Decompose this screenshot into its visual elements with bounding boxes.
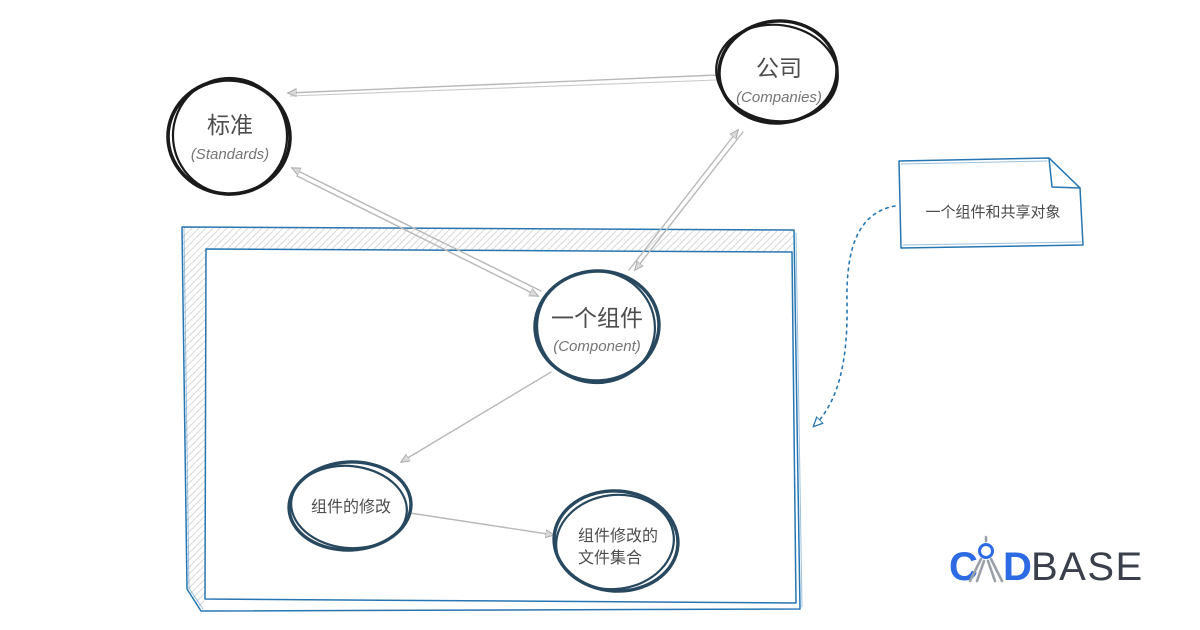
modification-circle-fill: [291, 464, 409, 548]
companies-sublabel: (Companies): [736, 89, 822, 106]
arrow-component-to-companies: [628, 130, 738, 271]
node-fileset: 组件修改的 文件集合: [552, 489, 680, 593]
fileset-label-line1: 组件修改的: [578, 527, 658, 545]
note-card: [898, 157, 1084, 249]
modification-circle: [287, 460, 413, 552]
fileset-circle-sketch: [555, 493, 675, 591]
relation-arrows: [288, 74, 744, 535]
drafting-compass-icon: [968, 535, 1004, 583]
note-text: 一个组件和共享对象: [925, 204, 1060, 221]
logo-letter-c: C: [949, 545, 978, 589]
box-inner-face: [204, 248, 797, 604]
logo: C D BASE: [949, 535, 1144, 589]
arrow-modification-to-fileset: [409, 512, 554, 535]
node-component: 一个组件 (Component): [533, 269, 661, 385]
arrow-component-to-standards: [292, 168, 542, 292]
box-left-hatch-band: [182, 227, 206, 611]
standards-circle-sketch: [171, 76, 289, 196]
fileset-label-line2: 文件集合: [578, 549, 642, 567]
fileset-circle-fill: [556, 493, 676, 589]
note-sketch-accent: [900, 160, 1082, 246]
repository-box: [181, 226, 803, 612]
companies-circle-sketch: [715, 23, 839, 123]
modification-label: 组件的修改: [311, 498, 391, 516]
compass-leg-inner-left: [975, 559, 986, 583]
node-modification: 组件的修改: [287, 460, 413, 552]
companies-label: 公司: [756, 55, 802, 81]
compass-leg-inner-right: [986, 559, 997, 583]
arrow-companies-to-standards: [288, 74, 719, 93]
arrow-standards-to-component: [296, 175, 538, 296]
standards-circle-fill: [170, 82, 288, 192]
node-standards: 标准 (Standards): [166, 76, 292, 196]
node-companies: 公司 (Companies): [715, 19, 839, 125]
standards-sublabel: (Standards): [191, 146, 269, 163]
box-sketch-accent-right: [795, 232, 803, 608]
arrow-companies-to-standards-sketch: [289, 79, 718, 97]
component-label: 一个组件: [551, 305, 643, 331]
companies-circle-fill: [720, 22, 836, 122]
note-fold-corner: [1048, 157, 1081, 189]
note: 一个组件和共享对象: [898, 157, 1084, 249]
arrow-component-to-modification: [401, 371, 552, 462]
note-connector-arrow: [814, 205, 896, 426]
logo-base-text: BASE: [1031, 545, 1144, 589]
logo-letter-d: D: [1003, 545, 1032, 589]
component-circle-fill: [537, 273, 657, 379]
modification-circle-sketch: [290, 464, 408, 550]
standards-label: 标准: [207, 112, 253, 138]
box-top-hatch-band: [182, 227, 794, 252]
compass-leg-outer-left: [968, 557, 983, 583]
arrow-companies-to-component: [635, 131, 744, 270]
component-circle-sketch: [535, 269, 657, 385]
box-outer-outline: [181, 226, 801, 612]
component-sublabel: (Component): [553, 338, 641, 355]
fileset-circle: [552, 489, 680, 593]
compass-leg-outer-right: [989, 557, 1004, 583]
compass-head-circle: [978, 543, 994, 559]
box-sketch-accent-left: [183, 229, 204, 610]
